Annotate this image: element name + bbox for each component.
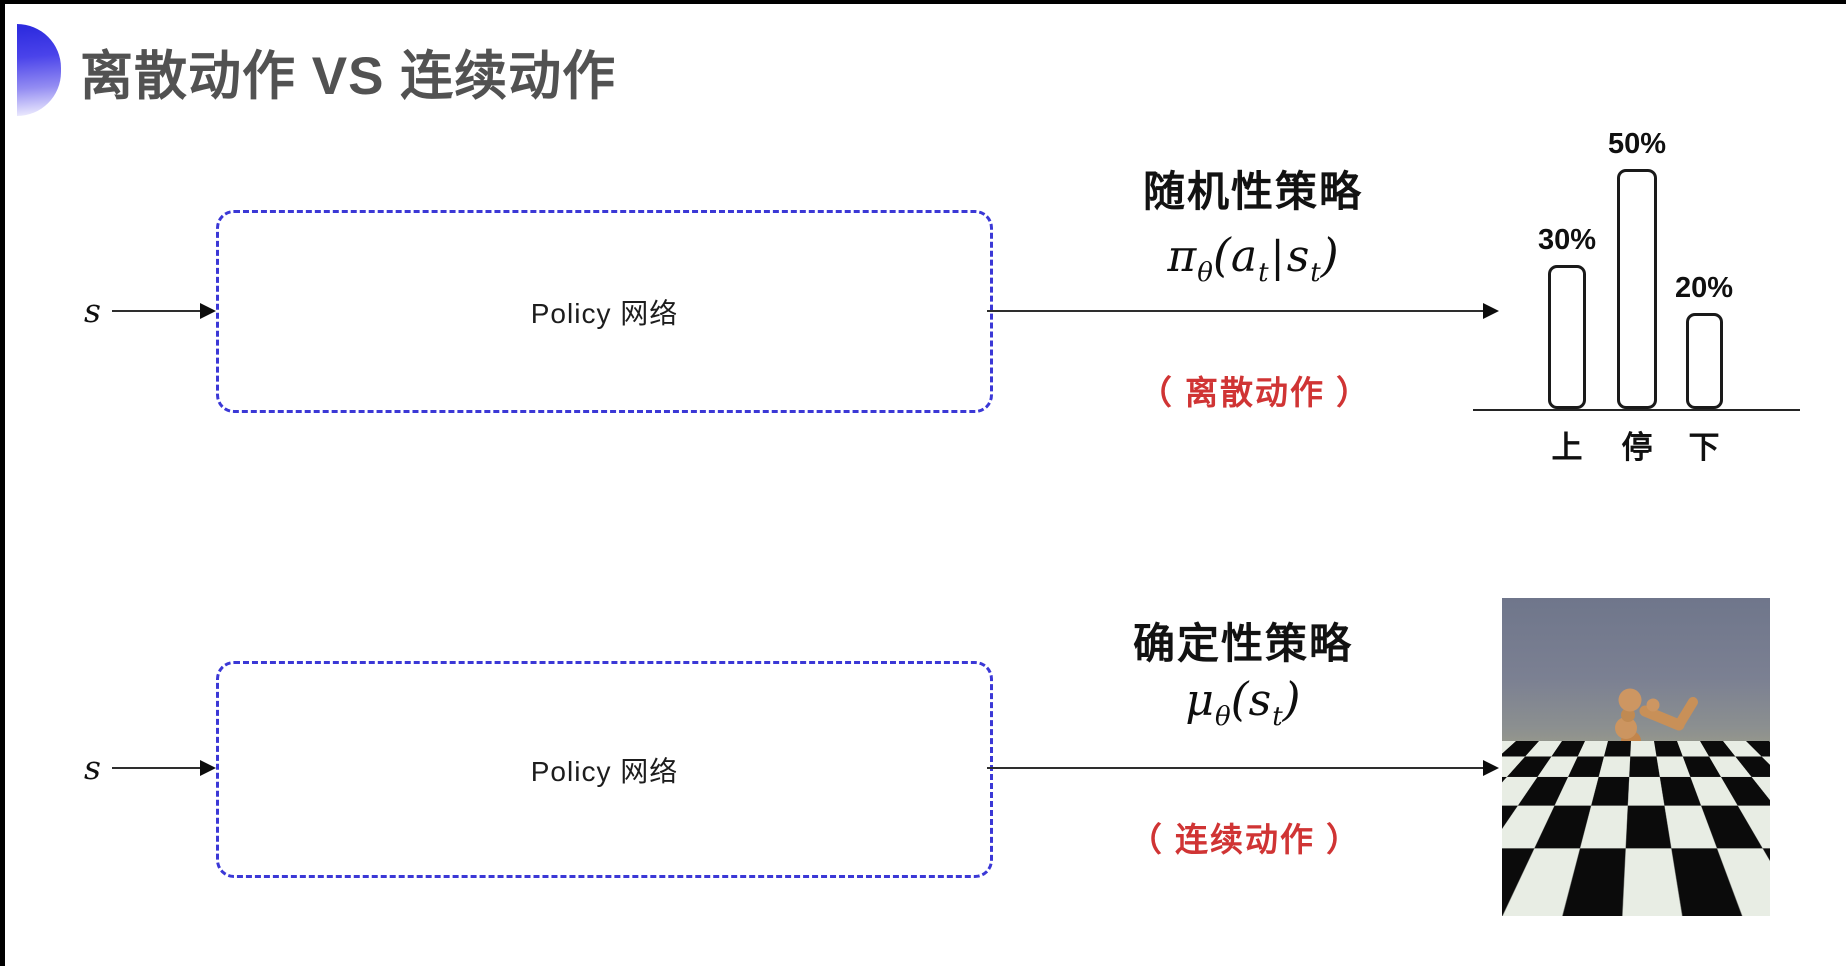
probability-bar-down xyxy=(1686,313,1723,409)
probability-bar-stop xyxy=(1617,169,1657,409)
policy-network-label-top: Policy 网络 xyxy=(530,297,679,329)
title-bullet-icon xyxy=(17,24,61,116)
state-input-label-top: s xyxy=(84,291,101,330)
state-input-label-bottom: s xyxy=(84,748,101,787)
bar-category-label: 下 xyxy=(1688,430,1720,465)
deterministic-policy-title: 确定性策略 xyxy=(1132,620,1353,667)
formula-open-paren: ( xyxy=(1212,228,1231,282)
output-arrow-top xyxy=(987,303,1499,319)
formula-s: s xyxy=(1248,675,1272,726)
formula-theta-subscript: θ xyxy=(1197,258,1213,288)
arrow-shaft xyxy=(987,310,1488,312)
formula-mu: μ xyxy=(1185,675,1214,726)
formula-close-paren: ) xyxy=(1320,228,1339,282)
screen-edge-top xyxy=(0,0,1846,4)
continuous-action-illustration xyxy=(1502,598,1770,916)
output-arrow-bottom xyxy=(987,760,1499,776)
screen-edge-left xyxy=(0,0,5,966)
formula-theta-subscript: θ xyxy=(1215,702,1231,732)
arrow-head-icon xyxy=(200,760,216,776)
arrow-head-icon xyxy=(1483,760,1499,776)
bar-value-label: 50% xyxy=(1607,128,1667,160)
formula-s: s xyxy=(1286,231,1310,282)
formula-open-paren: ( xyxy=(1230,672,1249,726)
policy-network-box-bottom: Policy 网络 xyxy=(216,661,993,878)
arrow-head-icon xyxy=(1483,303,1499,319)
input-arrow-top xyxy=(112,303,216,319)
chart-baseline xyxy=(1473,409,1800,411)
bar-category-label: 停 xyxy=(1621,430,1653,465)
formula-close-paren: ) xyxy=(1282,672,1301,726)
bar-value-label: 30% xyxy=(1537,224,1597,256)
humanoid-robot xyxy=(1582,688,1698,916)
bar-value-label: 20% xyxy=(1674,272,1734,304)
policy-network-label-bottom: Policy 网络 xyxy=(530,755,679,787)
arrow-shaft xyxy=(112,767,205,769)
stochastic-policy-formula: πθ(at|st) xyxy=(1088,228,1418,288)
formula-pipe: | xyxy=(1270,232,1285,281)
input-arrow-bottom xyxy=(112,760,216,776)
arrow-shaft xyxy=(987,767,1488,769)
formula-a: a xyxy=(1230,231,1258,282)
arrow-head-icon xyxy=(200,303,216,319)
formula-t-subscript: t xyxy=(1272,702,1283,732)
formula-t-subscript: t xyxy=(1258,258,1269,288)
deterministic-policy-formula: μθ(st) xyxy=(1078,672,1408,732)
sky-background xyxy=(1502,598,1770,745)
discrete-action-note: （ 离散动作 ） xyxy=(1138,374,1372,411)
probability-bar-up xyxy=(1548,265,1586,409)
stochastic-policy-title: 随机性策略 xyxy=(1142,168,1363,215)
bar-category-label: 上 xyxy=(1551,430,1583,465)
formula-pi: π xyxy=(1167,231,1197,282)
continuous-action-note: （ 连续动作 ） xyxy=(1128,821,1362,858)
slide-title: 离散动作 VS 连续动作 xyxy=(80,47,617,106)
policy-network-box-top: Policy 网络 xyxy=(216,210,993,413)
formula-t-subscript: t xyxy=(1310,258,1321,288)
arrow-shaft xyxy=(112,310,205,312)
